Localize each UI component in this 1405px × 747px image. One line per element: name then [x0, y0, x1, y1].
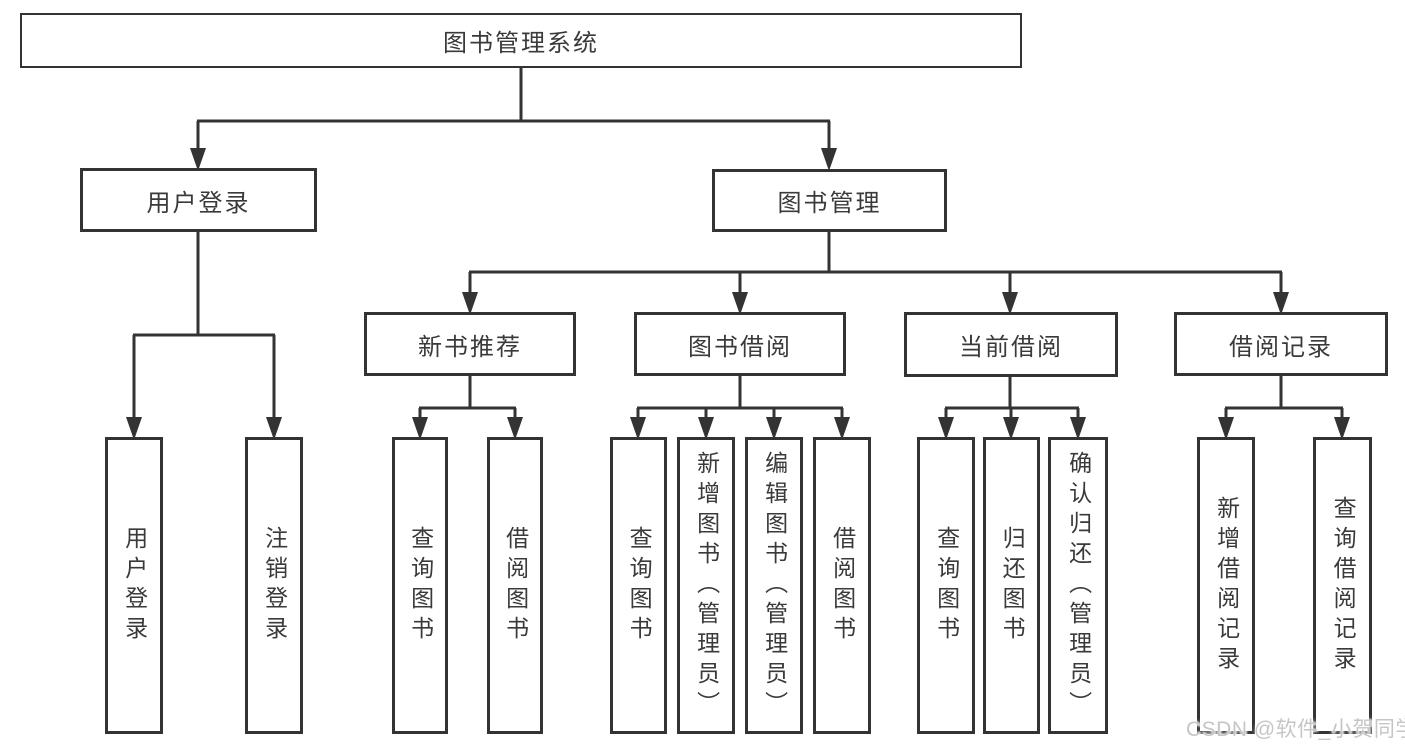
leaf-query-borrow-record: 查询借阅记录 — [1313, 437, 1372, 734]
node-current-borrow: 当前借阅 — [904, 312, 1118, 377]
node-new-book-recommend: 新书推荐 — [364, 312, 576, 376]
connector-user-login — [132, 232, 276, 420]
node-borrow-records: 借阅记录 — [1174, 312, 1388, 376]
node-current-borrow-label: 当前借阅 — [959, 334, 1063, 361]
leaf-add-book-admin: 新增图书（管理员） — [677, 437, 735, 734]
leaf-query-books-borrow-label: 查询图书 — [626, 525, 653, 646]
connector-book-borrow-arrows — [630, 417, 850, 440]
leaf-return-book: 归还图书 — [983, 437, 1040, 734]
leaf-query-books-current: 查询图书 — [917, 437, 975, 734]
leaf-user-login: 用户登录 — [105, 437, 163, 734]
leaf-logout-label: 注销登录 — [261, 525, 288, 646]
leaf-confirm-return-admin-label: 确认归还（管理员） — [1065, 450, 1092, 721]
leaf-query-books-current-label: 查询图书 — [933, 525, 960, 646]
connector-current-borrow-arrows — [938, 417, 1086, 440]
node-user-login-label: 用户登录 — [146, 189, 251, 217]
leaf-query-books-borrow: 查询图书 — [610, 437, 667, 734]
leaf-add-book-admin-label: 新增图书（管理员） — [693, 450, 720, 721]
leaf-add-borrow-record-label: 新增借阅记录 — [1213, 495, 1240, 676]
leaf-borrow-books-label: 借阅图书 — [829, 525, 856, 646]
node-book-management-label: 图书管理 — [777, 190, 882, 217]
leaf-query-borrow-record-label: 查询借阅记录 — [1330, 495, 1357, 676]
node-new-book-recommend-label: 新书推荐 — [418, 333, 522, 361]
connector-book-management-arrows — [462, 292, 1289, 315]
node-borrow-records-label: 借阅记录 — [1229, 333, 1333, 361]
leaf-return-book-label: 归还图书 — [999, 525, 1026, 646]
leaf-logout: 注销登录 — [245, 437, 303, 734]
leaf-query-books-recommend-label: 查询图书 — [407, 525, 434, 646]
node-book-borrow-label: 图书借阅 — [688, 333, 792, 361]
connector-user-login-arrows — [126, 417, 282, 440]
watermark: CSDN @软件_小贺同学 — [1186, 718, 1405, 741]
leaf-add-borrow-record: 新增借阅记录 — [1197, 437, 1255, 734]
node-root-label: 图书管理系统 — [443, 30, 599, 57]
connector-borrow-records-arrows — [1218, 417, 1350, 440]
connector-new-book-recommend-arrows — [412, 417, 523, 440]
node-root: 图书管理系统 — [20, 13, 1022, 68]
leaf-query-books-recommend: 查询图书 — [392, 437, 448, 734]
connector-current-borrow — [944, 376, 1080, 420]
connector-new-book-recommend — [418, 376, 517, 420]
connector-root — [196, 68, 831, 150]
connector-root-arrows — [190, 148, 837, 171]
connector-borrow-records — [1224, 376, 1344, 420]
connector-book-borrow — [636, 376, 844, 420]
leaf-user-login-label: 用户登录 — [121, 525, 148, 646]
node-book-borrow: 图书借阅 — [634, 312, 846, 376]
node-user-login: 用户登录 — [80, 168, 317, 232]
leaf-confirm-return-admin: 确认归还（管理员） — [1048, 437, 1108, 734]
leaf-edit-book-admin: 编辑图书（管理员） — [745, 437, 803, 734]
leaf-borrow-books: 借阅图书 — [813, 437, 871, 734]
leaf-borrow-books-recommend-label: 借阅图书 — [502, 525, 529, 646]
leaf-borrow-books-recommend: 借阅图书 — [487, 437, 543, 734]
leaf-edit-book-admin-label: 编辑图书（管理员） — [761, 450, 788, 721]
node-book-management: 图书管理 — [712, 169, 947, 232]
connector-book-management — [468, 232, 1283, 294]
